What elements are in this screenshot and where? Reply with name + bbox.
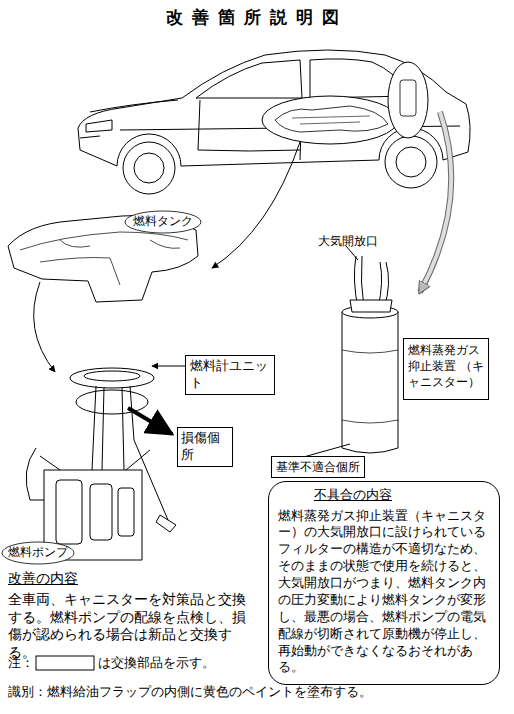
part-name: 燃料ポンプ (8, 545, 78, 561)
part-name: 燃料タンク (133, 214, 213, 230)
note-text: は交換部品を示す。 (98, 655, 258, 671)
leader-arrow (128, 408, 172, 434)
fuel-pump-drawing (2, 368, 176, 564)
defect-panel: 不具合の内容燃料蒸発ガス抑止装置（キャニスター）の大気開放口に設けられているフィ… (268, 481, 500, 685)
box-heading: 燃料計ユニット (190, 358, 270, 392)
remedy-text: 全車両、キャニスターを対策品と交換する。燃料ポンプの配線を点検し、損傷が認められ… (8, 591, 258, 661)
identification-note: 識別：燃料給油フラップの内側に黄色のペイントを塗布する。 (8, 684, 508, 701)
callout-box: 燃料計ユニット (185, 355, 275, 395)
box-heading: 基準不適合個所 (276, 459, 360, 475)
car-drawing (78, 50, 470, 194)
callout-box: 基準不適合個所 (271, 456, 365, 478)
pointer-arrow (212, 142, 300, 268)
replacement-sample-box (36, 656, 94, 670)
canister-drawing (342, 256, 398, 453)
section-heading: 改善の内容 (8, 570, 108, 588)
page-title: 改善箇所説明図 (0, 6, 514, 29)
box-heading: 損傷個所 (181, 430, 229, 464)
box-body: 燃料蒸発ガス抑止装置（キャニスター）の大気開放口に設けられているフィルターの構造… (278, 508, 490, 677)
pointer-arrow (34, 282, 55, 372)
leader-arrow (152, 366, 185, 367)
part-name: 大気開放口 (318, 234, 398, 250)
pointer-arrow (420, 112, 451, 292)
callout-box: 損傷個所 (177, 427, 233, 467)
box-heading: 不具合の内容 (314, 486, 490, 504)
box-heading: 燃料蒸発ガス 抑止装置 （キャニスター） (408, 342, 484, 391)
pointer-arrow (420, 112, 451, 292)
callout-box: 燃料蒸発ガス 抑止装置 （キャニスター） (403, 338, 489, 400)
leader-line (346, 246, 358, 260)
note-text: 注： (8, 655, 38, 671)
